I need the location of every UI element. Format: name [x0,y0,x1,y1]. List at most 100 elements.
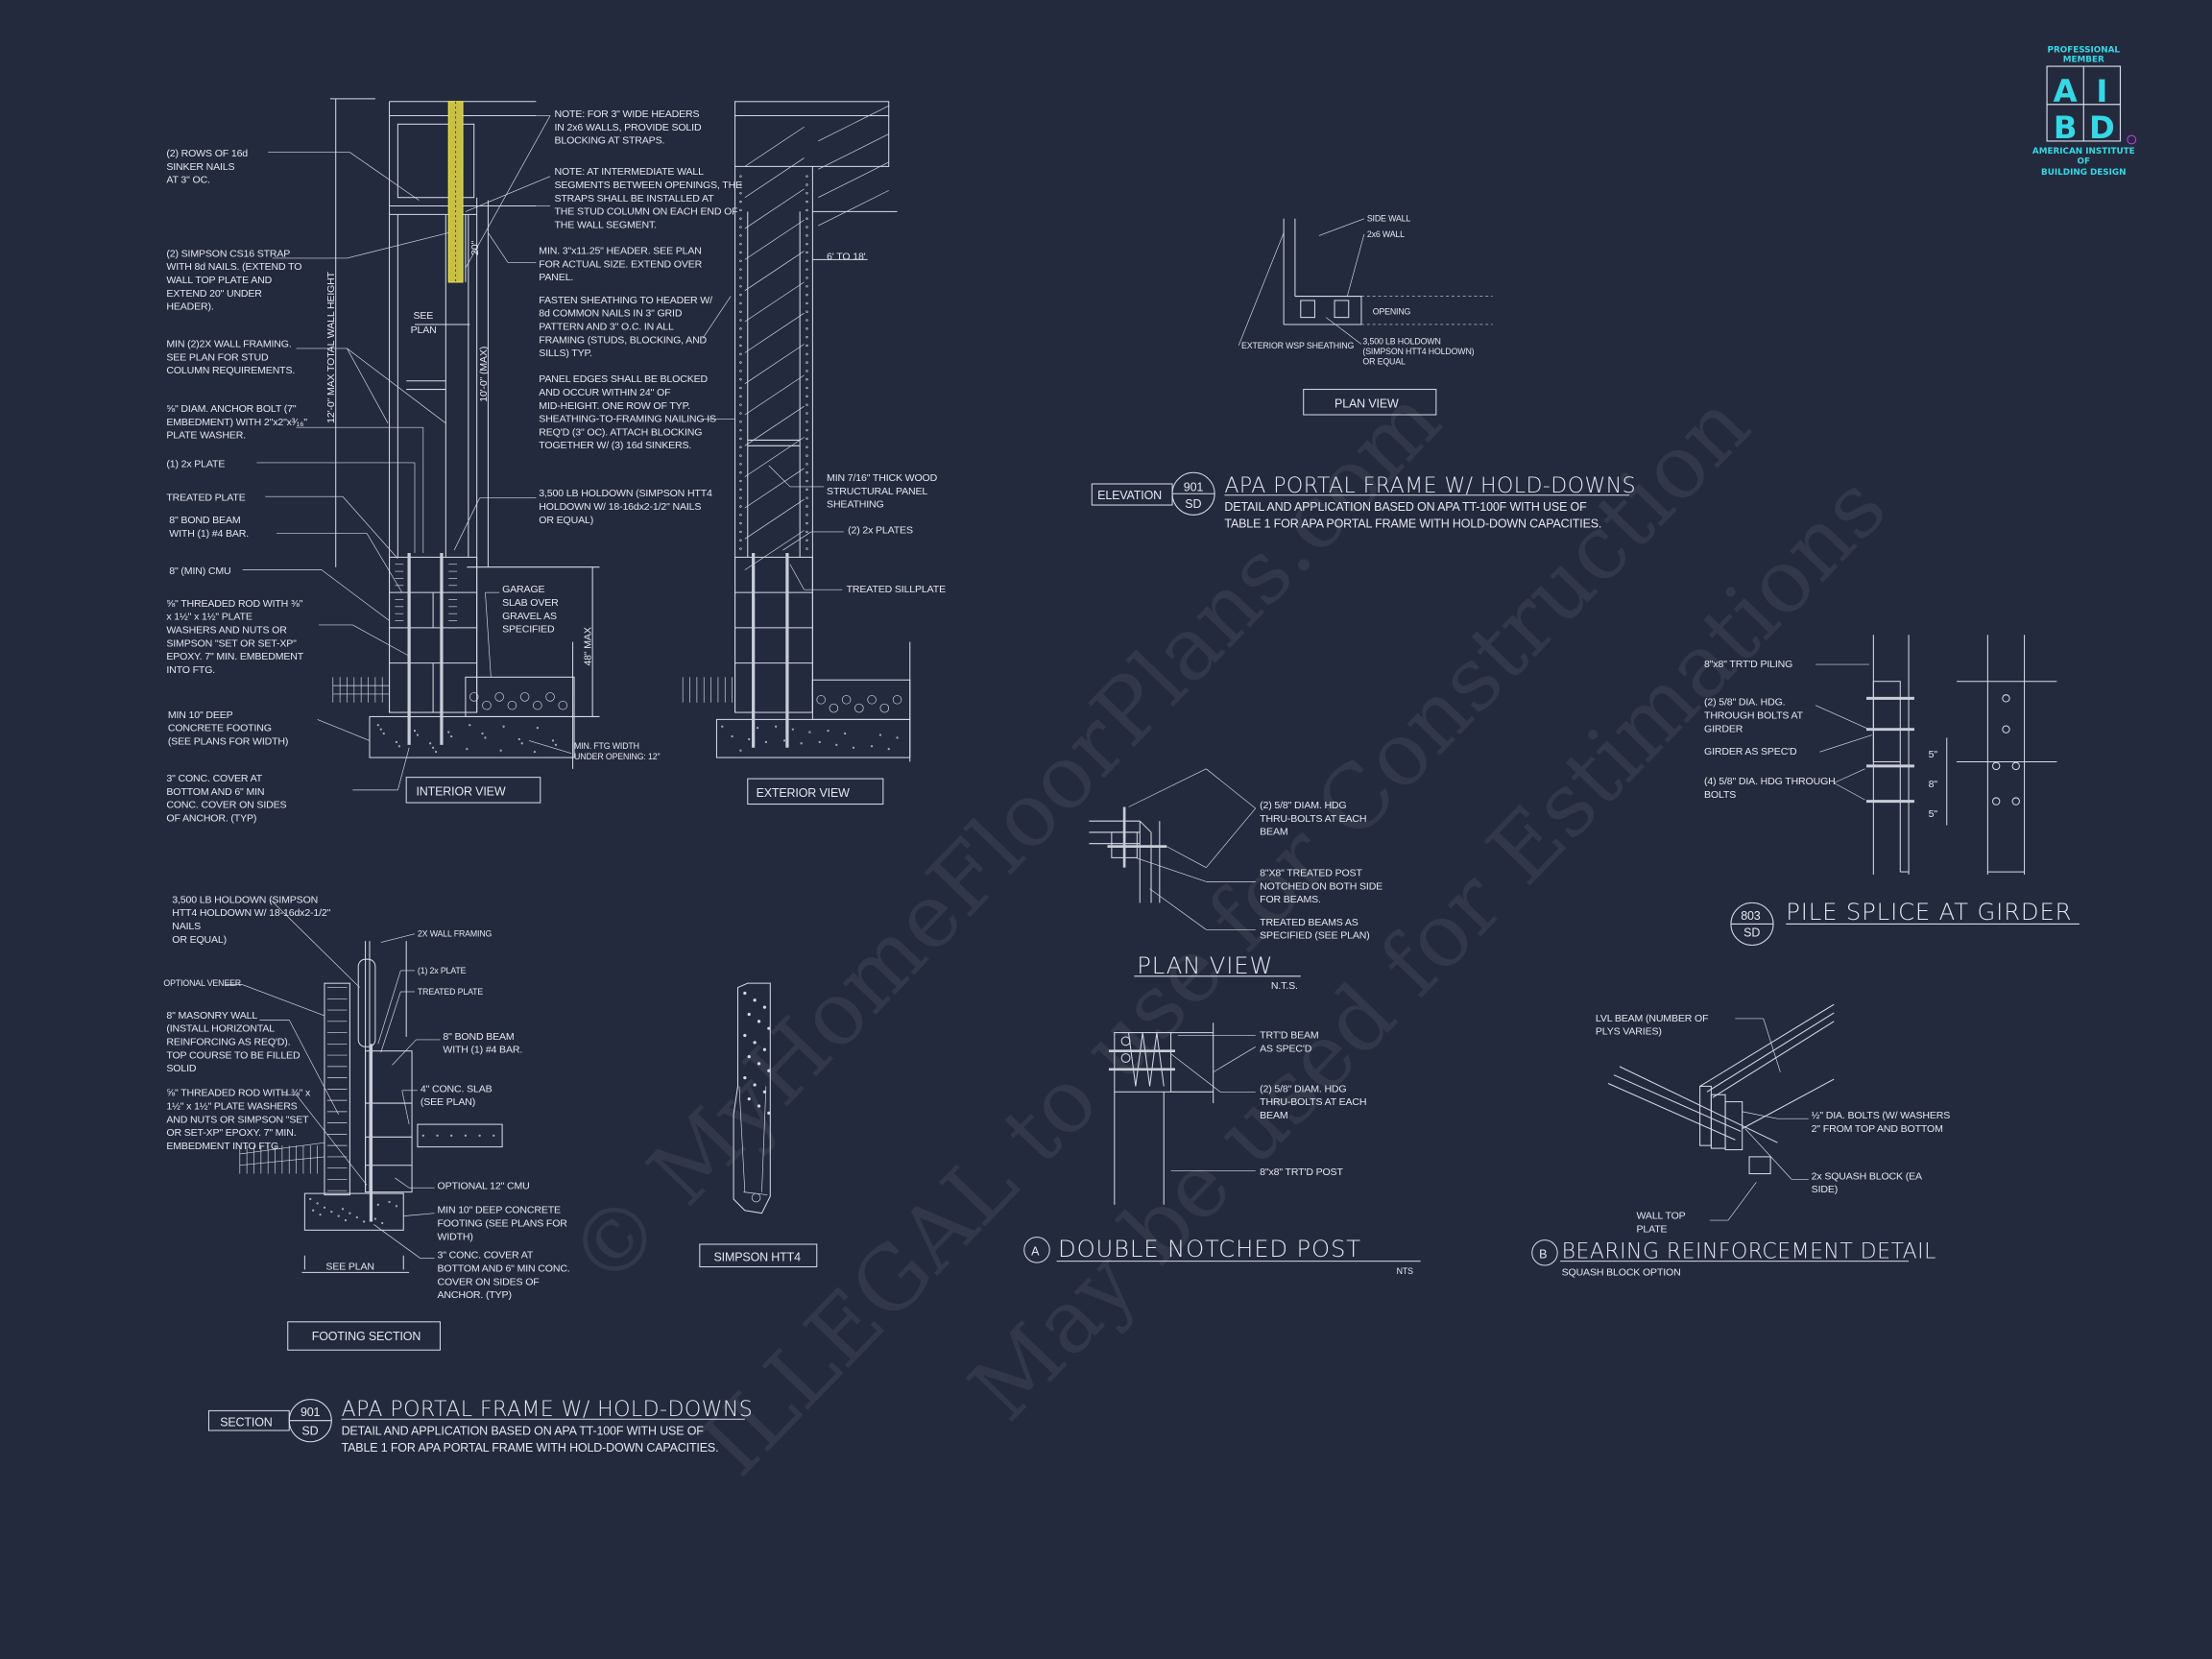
callout-treated-sillplate: TREATED SILLPLATE [847,584,946,595]
label-line: TOP COURSE TO BE FILLED [166,1049,301,1061]
callout-wsp-sheathing: EXTERIOR WSP SHEATHING [1241,341,1354,350]
detail-scale: NTS [1397,1266,1413,1276]
dim-5in: 5" [1929,749,1938,760]
nail [739,301,742,305]
nail [739,514,742,517]
gravel [829,703,839,713]
callout-2x-plates: (2) 2x PLATES [848,524,913,536]
label-line: OPENING [1373,307,1411,317]
label-line: THRU-BOLTS AT EACH [1260,813,1366,825]
label-line: AND NUTS OR SIMPSON "SET [166,1114,309,1125]
callout-2x-wall-framing: 2X WALL FRAMING [418,929,493,939]
label-line: (INSTALL HORIZONTAL [166,1023,275,1035]
concrete-aggregate [464,1134,467,1137]
nail [805,183,808,186]
plan-view-label: PLAN VIEW [1334,397,1399,411]
concrete-aggregate [791,728,794,731]
label-line: GARAGE [502,584,544,595]
concrete-aggregate [312,1209,315,1212]
gravel [494,692,504,702]
label-line: GRAVEL AS [502,611,557,622]
label-line: ½" DIA. BOLTS (W/ WASHERS [1812,1110,1951,1121]
nail [805,276,808,279]
nail [805,378,808,381]
nail [805,412,808,415]
footing-section-label: FOOTING SECTION [312,1330,421,1343]
label-line: 2x6 WALL [1367,229,1405,239]
label-line: (2) 2x PLATES [848,524,913,536]
label-line: WITH 8d NAILS. (EXTEND TO [166,261,301,273]
gravel [469,692,479,702]
sheathing-hatch [744,157,805,198]
interior-view-label-box [405,777,541,804]
detail-description: DETAIL AND APPLICATION BASED ON APA TT-1… [1224,500,1587,514]
label-line: BEAM [1260,827,1287,838]
label-line: SIMPSON "SET OR SET-XP" [166,637,297,649]
label-line: (1) 2x PLATE [166,458,225,469]
callout-1-2x-plate: (1) 2x PLATE [418,966,467,975]
label-line: GIRDER [1704,723,1743,734]
label-line: HEADER). [166,301,213,313]
nail [739,259,742,263]
sheathing-hatch [744,405,805,446]
concrete-aggregate [344,1218,348,1222]
concrete-aggregate [835,743,838,746]
nail [805,488,808,492]
gravel [482,700,492,710]
label-line: 8" MASONRY WALL [166,1010,257,1022]
dim-see-plan-footing: SEE PLAN [325,1261,374,1272]
concrete-aggregate [493,1134,495,1137]
sheet-number: SD [1743,926,1760,940]
gravel [892,695,902,705]
nail [805,301,808,305]
concrete-aggregate [330,1211,333,1214]
label-line: 3,500 LB HOLDOWN [1362,337,1440,347]
logo-text: PROFESSIONAL [2048,45,2121,55]
logo-letter: I [2096,73,2107,109]
label-line: MIN 10" DEEP [168,709,233,721]
label-line: PANEL EDGES SHALL BE BLOCKED [539,373,708,385]
label-line: x 1½" x 1½" PLATE [166,612,252,623]
label-line: IN 2x6 WALLS, PROVIDE SOLID [554,122,701,133]
label-line: LVL BEAM (NUMBER OF [1596,1013,1709,1024]
concrete-aggregate [450,734,453,738]
label-line: FASTEN SHEATHING TO HEADER W/ [539,295,712,306]
detail-title: APA PORTAL FRAME W/ HOLD-DOWNS [342,1398,754,1422]
nail [739,242,742,246]
label-line: (2) 5/8" DIAM. HDG [1260,800,1346,811]
label-line: STRUCTURAL PANEL [827,486,927,497]
nail [805,344,808,348]
label-line: PLATE [1636,1223,1667,1235]
label-line: PLATE WASHER. [166,430,246,442]
label-line: SILLS) TYP. [539,348,592,359]
nail-hole [767,1026,771,1030]
dim-wall-height: 10'-0" (MAX) [478,347,490,402]
label-line: NOTCHED ON BOTH SIDE [1260,880,1382,892]
concrete-aggregate [429,742,432,745]
nail [805,175,808,178]
title-tag: SECTION [220,1416,272,1430]
nail-hole [767,1069,771,1072]
title-tag: ELEVATION [1097,489,1162,502]
nail [739,234,742,237]
nail-hole [753,998,757,1002]
concrete-aggregate [376,1203,379,1206]
nail [805,226,808,228]
nail [739,183,742,186]
concrete-aggregate [397,745,400,748]
label-line: WITH (1) #4 BAR. [443,1045,522,1056]
concrete-aggregate [466,748,469,751]
sheathing-hatch [818,161,889,199]
nail-hole [767,1111,771,1115]
nail [739,344,742,348]
label-line: THE STUD COLUMN ON EACH END OF [554,206,738,218]
callout-holdown-plan: 3,500 LB HOLDOWN(SIMPSON HTT4 HOLDOWN)OR… [1362,337,1474,367]
concrete-aggregate [878,733,881,736]
dim-8in: 8" [1929,779,1938,790]
